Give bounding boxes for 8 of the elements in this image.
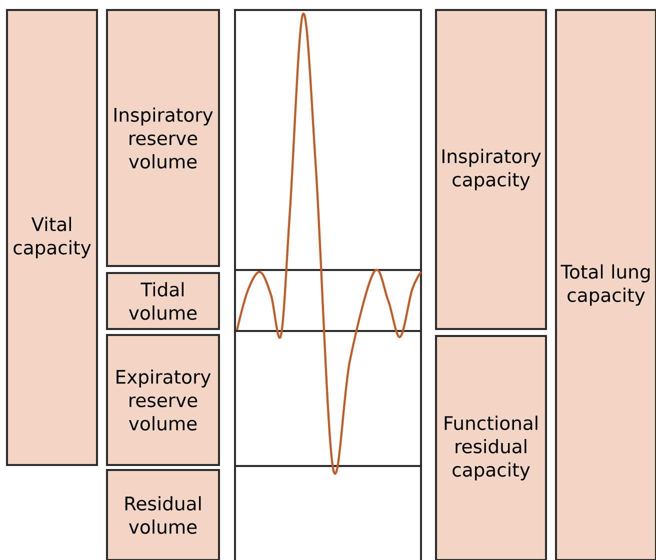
volume-box: Residual volume: [106, 469, 220, 560]
volume-box: Inspiratory capacity: [435, 9, 547, 330]
volume-box: Total lung capacity: [555, 9, 656, 560]
volume-box: Expiratory reserve volume: [106, 334, 220, 466]
volume-box: Functional residual capacity: [435, 335, 547, 560]
volume-box: Inspiratory reserve volume: [106, 9, 220, 267]
volume-box: Vital capacity: [6, 9, 98, 466]
volume-box: Tidal volume: [106, 272, 220, 330]
